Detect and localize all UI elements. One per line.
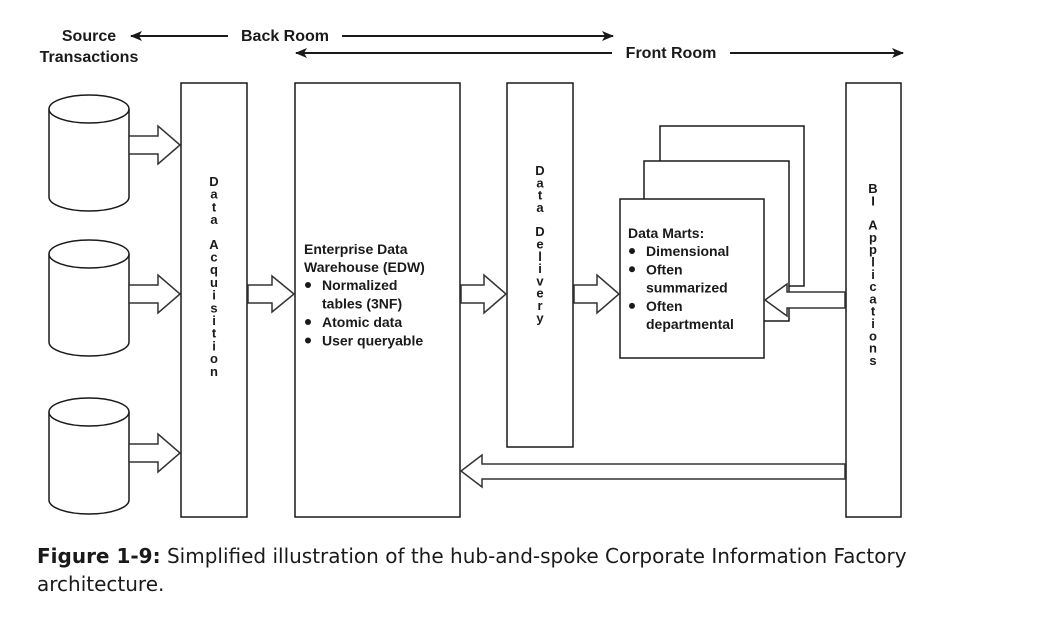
- vertical-label-letter: i: [212, 288, 216, 303]
- bi-applications-box: [845, 82, 902, 518]
- vertical-label-letter: s: [869, 353, 876, 368]
- bullet-text: departmental: [646, 316, 734, 332]
- vertical-label-letter: D: [209, 174, 218, 189]
- vertical-label-letter: c: [210, 250, 217, 265]
- vertical-label-letter: n: [869, 341, 877, 356]
- vertical-label-letter: e: [536, 237, 543, 252]
- vertical-label-letter: y: [536, 310, 544, 325]
- bullet-text: summarized: [646, 280, 728, 296]
- back-room-label: Back Room: [241, 28, 329, 45]
- source-to-acquisition-arrow: [128, 124, 182, 166]
- data-marts-bullet-list: DimensionalOftensummarizedOftendepartmen…: [629, 243, 734, 332]
- vertical-label-letter: o: [869, 328, 877, 343]
- bullet-dot: [305, 319, 311, 325]
- vertical-label-letter: t: [871, 304, 876, 319]
- source-transactions-label-line2: Transactions: [40, 49, 139, 66]
- bullet-item: Normalized tables (3NF): [305, 277, 402, 312]
- figure-caption: Figure 1-9: Simplified illustration of t…: [37, 542, 997, 598]
- vertical-label-letter: A: [868, 218, 878, 233]
- edw-box: [294, 82, 461, 518]
- vertical-label-letter: i: [538, 261, 542, 276]
- edw-title-line1: Enterprise Data: [304, 241, 408, 257]
- vertical-label-letter: p: [869, 230, 877, 245]
- vertical-label-letter: u: [210, 275, 218, 290]
- bullet-item: Atomic data: [305, 314, 402, 330]
- bullet-dot: [629, 302, 635, 309]
- source-to-acquisition-arrow: [128, 273, 182, 315]
- bullet-text: Dimensional: [646, 243, 729, 259]
- bullet-dot: [629, 266, 635, 273]
- source-transactions-label-line1: Source: [62, 28, 116, 45]
- bullet-item: Often departmental: [629, 298, 734, 332]
- data-acquisition-box: [180, 82, 248, 518]
- bi-to-edw-arrow: [459, 453, 846, 489]
- vertical-label-letter: l: [538, 249, 542, 264]
- vertical-label-letter: A: [209, 237, 219, 252]
- vertical-label-letter: a: [210, 187, 218, 202]
- vertical-label-letter: a: [210, 212, 218, 227]
- vertical-label-letter: v: [536, 273, 544, 288]
- figure-caption-text: Simplified illustration of the hub-and-s…: [37, 544, 907, 596]
- vertical-label-letter: t: [538, 188, 543, 203]
- vertical-label-letter: s: [210, 300, 217, 315]
- vertical-label-letter: e: [536, 286, 543, 301]
- data-mart-front-box: [619, 198, 765, 359]
- source-database-icon: [48, 397, 182, 515]
- vertical-label-letter: i: [871, 267, 875, 282]
- figure-label: Figure 1-9:: [37, 544, 161, 568]
- vertical-label-letter: q: [210, 262, 218, 277]
- acquisition-to-edw-arrow: [247, 274, 296, 314]
- vertical-label-letter: t: [212, 326, 217, 341]
- bullet-item: Dimensional: [629, 243, 729, 259]
- vertical-label-letter: D: [535, 163, 544, 178]
- vertical-label-letter: i: [212, 338, 216, 353]
- vertical-label-letter: I: [871, 193, 875, 208]
- bullet-item: Often summarized: [629, 261, 728, 296]
- bullet-item: User queryable: [305, 333, 423, 349]
- bullet-text: User queryable: [322, 333, 423, 349]
- bullet-text: Normalized: [322, 277, 397, 293]
- bullet-dot: [305, 282, 311, 288]
- bullet-text: Atomic data: [322, 314, 402, 330]
- bullet-dot: [629, 248, 635, 254]
- vertical-label-letter: i: [871, 316, 875, 331]
- vertical-label-letter: i: [212, 313, 216, 328]
- vertical-label-letter: p: [869, 242, 877, 257]
- bullet-text: Often: [646, 298, 683, 314]
- vertical-label-letter: a: [869, 291, 877, 306]
- source-to-acquisition-arrow: [128, 432, 182, 474]
- vertical-label-letter: B: [868, 181, 877, 196]
- bullet-dot: [305, 337, 311, 344]
- front-room-label: Front Room: [626, 45, 717, 62]
- vertical-label-letter: D: [535, 224, 544, 239]
- delivery-to-datamarts-arrow: [573, 273, 621, 315]
- vertical-label-letter: a: [536, 175, 544, 190]
- vertical-label-letter: o: [210, 351, 218, 366]
- edw-title-line2: Warehouse (EDW): [304, 259, 425, 275]
- data-delivery-box: [506, 82, 574, 448]
- source-databases: [48, 94, 182, 515]
- vertical-label-letter: t: [212, 199, 217, 214]
- bi-to-datamarts-arrow: [763, 282, 846, 318]
- vertical-label-letter: n: [210, 364, 218, 379]
- vertical-label-letter: c: [869, 279, 876, 294]
- source-database-icon: [48, 239, 182, 357]
- source-database-icon: [48, 94, 182, 212]
- vertical-label-letter: r: [537, 298, 542, 313]
- vertical-label-letter: l: [871, 255, 875, 270]
- cif-architecture-diagram: Source Transactions Back Room Front Room…: [40, 28, 904, 518]
- bullet-text: tables (3NF): [322, 296, 402, 312]
- bullet-text: Often: [646, 261, 683, 277]
- edw-to-delivery-arrow: [460, 273, 508, 315]
- vertical-label-letter: a: [536, 200, 544, 215]
- data-marts-title: Data Marts:: [628, 225, 704, 241]
